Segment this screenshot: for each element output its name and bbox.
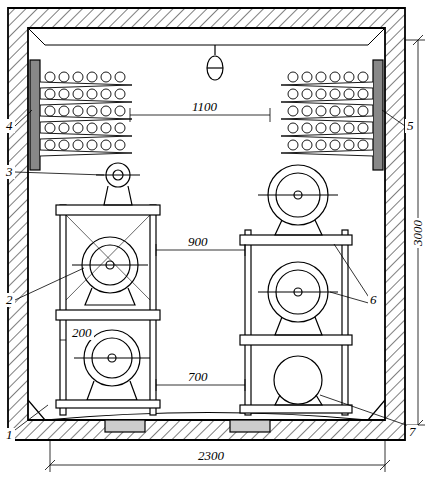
cable-shelf: [281, 99, 373, 105]
cable: [316, 123, 326, 133]
cable: [59, 140, 69, 150]
cable-shelf: [40, 99, 132, 105]
cable: [115, 123, 125, 133]
cable: [73, 89, 83, 99]
cable: [344, 89, 354, 99]
cable: [87, 72, 97, 82]
cable: [87, 89, 97, 99]
cable: [330, 140, 340, 150]
cable: [73, 106, 83, 116]
cable: [302, 72, 312, 82]
cable: [59, 89, 69, 99]
cable: [101, 106, 111, 116]
cable: [101, 89, 111, 99]
cable: [59, 123, 69, 133]
cable: [302, 140, 312, 150]
cable: [344, 140, 354, 150]
cable: [330, 72, 340, 82]
cable: [344, 106, 354, 116]
dimension: 200: [70, 326, 94, 340]
cable: [73, 140, 83, 150]
cable: [87, 123, 97, 133]
cable: [45, 72, 55, 82]
callout-number: 2: [4, 293, 15, 307]
cable: [87, 106, 97, 116]
cable: [59, 72, 69, 82]
cable-shelf: [281, 133, 373, 139]
cable: [358, 140, 368, 150]
cable: [330, 106, 340, 116]
cable-shelf: [40, 82, 132, 88]
dimension: 900: [186, 235, 210, 249]
cable-shelf: [281, 150, 373, 156]
cable-shelf: [40, 116, 132, 122]
cable: [302, 89, 312, 99]
dimension: 1100: [190, 100, 219, 114]
cable: [73, 123, 83, 133]
dimension: 700: [186, 370, 210, 384]
cable: [330, 123, 340, 133]
cable: [101, 123, 111, 133]
cable-shelf: [40, 150, 132, 156]
cable: [316, 72, 326, 82]
cable: [73, 72, 83, 82]
cable: [115, 106, 125, 116]
cable: [101, 140, 111, 150]
callout-number: 4: [4, 119, 15, 133]
cable-shelf: [281, 82, 373, 88]
cable: [316, 106, 326, 116]
dimension: 3000: [411, 218, 425, 248]
cable: [288, 72, 298, 82]
cable-shelf: [281, 116, 373, 122]
cable: [358, 123, 368, 133]
cable: [45, 123, 55, 133]
cable: [45, 89, 55, 99]
cable: [358, 106, 368, 116]
cable: [302, 123, 312, 133]
cable: [302, 106, 312, 116]
cable-shelf: [40, 133, 132, 139]
cable: [288, 140, 298, 150]
cable: [358, 72, 368, 82]
cable: [101, 72, 111, 82]
cable: [358, 89, 368, 99]
cable: [45, 106, 55, 116]
cable: [316, 89, 326, 99]
callout-number: 1: [4, 428, 15, 442]
callout-number: 7: [407, 425, 418, 439]
cable: [115, 89, 125, 99]
cable: [59, 106, 69, 116]
cable: [87, 140, 97, 150]
dimension: 2300: [196, 449, 226, 463]
cable: [344, 123, 354, 133]
cable: [288, 89, 298, 99]
cable: [288, 123, 298, 133]
callout-number: 6: [368, 293, 379, 307]
cable: [330, 89, 340, 99]
cable: [288, 106, 298, 116]
cable: [115, 140, 125, 150]
callout-number: 5: [405, 119, 416, 133]
cable: [344, 72, 354, 82]
cable: [115, 72, 125, 82]
cable: [45, 140, 55, 150]
cable: [316, 140, 326, 150]
callout-number: 3: [4, 165, 15, 179]
